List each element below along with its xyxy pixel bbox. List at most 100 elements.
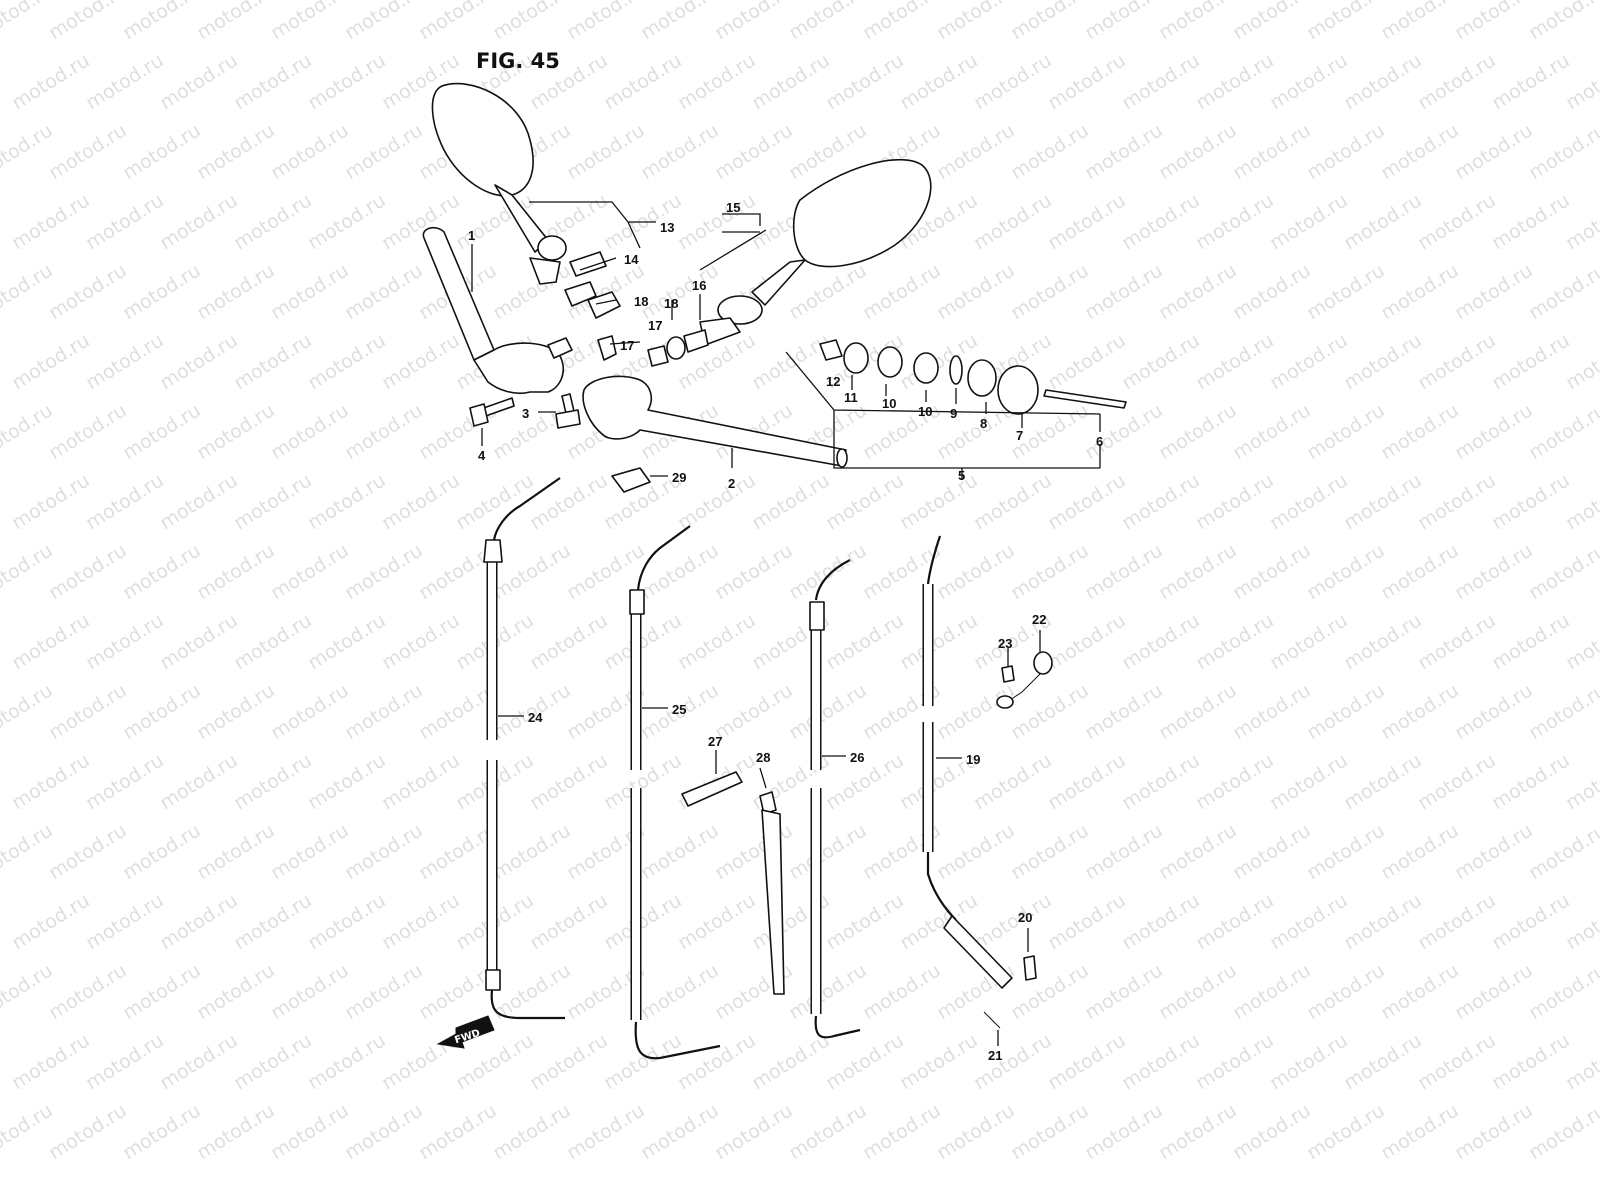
watermark-text: motod.ru xyxy=(1377,539,1463,604)
watermark-text: motod.ru xyxy=(1377,959,1463,1024)
watermark-text: motod.ru xyxy=(304,1029,390,1094)
watermark-text: motod.ru xyxy=(1414,49,1500,114)
callout-28: 28 xyxy=(756,750,770,765)
watermark-text: motod.ru xyxy=(563,1099,649,1164)
bar-end-weights xyxy=(819,339,1127,415)
watermark-text: motod.ru xyxy=(711,0,797,44)
watermark-text: motod.ru xyxy=(970,889,1056,954)
watermark-text: motod.ru xyxy=(230,749,316,814)
watermark-text: motod.ru xyxy=(1414,609,1500,674)
watermark-text: motod.ru xyxy=(1081,819,1167,884)
watermark-text: motod.ru xyxy=(1414,469,1500,534)
watermark-text: motod.ru xyxy=(1155,399,1241,464)
watermark-text: motod.ru xyxy=(1155,0,1241,44)
watermark-text: motod.ru xyxy=(230,329,316,394)
watermark-text: motod.ru xyxy=(1266,889,1352,954)
watermark-text: motod.ru xyxy=(1007,119,1093,184)
watermark-text: motod.ru xyxy=(267,0,353,44)
watermark-text: motod.ru xyxy=(711,1099,797,1164)
small-parts xyxy=(681,651,1053,1029)
watermark-text: motod.ru xyxy=(1266,749,1352,814)
watermark-text: motod.ru xyxy=(970,469,1056,534)
watermark-text: motod.ru xyxy=(1007,679,1093,744)
watermark-text: motod.ru xyxy=(785,539,871,604)
cable-19 xyxy=(922,535,1013,989)
watermark-text: motod.ru xyxy=(0,819,57,884)
watermark-text: motod.ru xyxy=(193,399,279,464)
watermark-text: motod.ru xyxy=(341,679,427,744)
watermark-text: motod.ru xyxy=(341,539,427,604)
watermark-text: motod.ru xyxy=(119,1099,205,1164)
watermark-text: motod.ru xyxy=(230,49,316,114)
watermark-text: motod.ru xyxy=(1007,0,1093,44)
watermark-text: motod.ru xyxy=(8,189,94,254)
watermark-text: motod.ru xyxy=(193,679,279,744)
watermark-text: motod.ru xyxy=(933,539,1019,604)
watermark-text: motod.ru xyxy=(45,679,131,744)
callout-10a: 10 xyxy=(882,396,896,411)
watermark-text: motod.ru xyxy=(267,679,353,744)
watermark-text: motod.ru xyxy=(600,1029,686,1094)
watermark-text: motod.ru xyxy=(1007,1099,1093,1164)
watermark-text: motod.ru xyxy=(1044,329,1130,394)
watermark-text: motod.ru xyxy=(0,119,57,184)
watermark-text: motod.ru xyxy=(341,399,427,464)
watermark-text: motod.ru xyxy=(1081,399,1167,464)
watermark-text: motod.ru xyxy=(859,1099,945,1164)
callout-13: 13 xyxy=(660,220,674,235)
callout-15: 15 xyxy=(726,200,740,215)
callout-20: 20 xyxy=(1018,910,1032,925)
watermark-text: motod.ru xyxy=(119,819,205,884)
watermark-text: motod.ru xyxy=(1340,329,1426,394)
watermark-text: motod.ru xyxy=(1451,679,1537,744)
watermark-text: motod.ru xyxy=(1044,49,1130,114)
watermark-text: motod.ru xyxy=(822,49,908,114)
watermark-text: motod.ru xyxy=(156,889,242,954)
watermark-text: motod.ru xyxy=(859,0,945,44)
watermark-text: motod.ru xyxy=(1229,1099,1315,1164)
watermark-text: motod.ru xyxy=(1229,0,1315,44)
watermark-text: motod.ru xyxy=(119,119,205,184)
watermark-text: motod.ru xyxy=(156,329,242,394)
watermark-text: motod.ru xyxy=(1303,0,1389,44)
watermark-text: motod.ru xyxy=(785,819,871,884)
watermark-text: motod.ru xyxy=(489,1099,575,1164)
cable-25 xyxy=(629,525,721,1060)
watermark-text: motod.ru xyxy=(45,0,131,44)
watermark-text: motod.ru xyxy=(1340,1029,1426,1094)
watermark-text: motod.ru xyxy=(8,889,94,954)
watermark-text: motod.ru xyxy=(637,259,723,324)
bolts-3-4 xyxy=(469,393,581,429)
watermark-text: motod.ru xyxy=(1229,119,1315,184)
watermark-text: motod.ru xyxy=(822,889,908,954)
watermark-text: motod.ru xyxy=(526,749,612,814)
watermark-text: motod.ru xyxy=(304,749,390,814)
watermark-text: motod.ru xyxy=(489,819,575,884)
watermark-text: motod.ru xyxy=(156,749,242,814)
watermark-text: motod.ru xyxy=(304,469,390,534)
watermark-text: motod.ru xyxy=(341,1099,427,1164)
watermark-text: motod.ru xyxy=(341,259,427,324)
callout-8: 8 xyxy=(980,416,987,431)
watermark-text: motod.ru xyxy=(1525,959,1600,1024)
watermark-text: motod.ru xyxy=(600,749,686,814)
callout-17b: 17 xyxy=(620,338,634,353)
watermark-text: motod.ru xyxy=(1155,819,1241,884)
watermark-text: motod.ru xyxy=(674,189,760,254)
watermark-text: motod.ru xyxy=(193,1099,279,1164)
watermark-text: motod.ru xyxy=(822,749,908,814)
watermark-text: motod.ru xyxy=(1451,1099,1537,1164)
watermark-text: motod.ru xyxy=(82,49,168,114)
watermark-text: motod.ru xyxy=(304,49,390,114)
watermark-text: motod.ru xyxy=(1451,119,1537,184)
watermark-text: motod.ru xyxy=(1451,399,1537,464)
watermark-text: motod.ru xyxy=(156,1029,242,1094)
watermark-text: motod.ru xyxy=(1414,189,1500,254)
watermark-layer: motod.rumotod.rumotod.rumotod.rumotod.ru… xyxy=(0,0,1600,1164)
watermark-text: motod.ru xyxy=(1081,1099,1167,1164)
watermark-text: motod.ru xyxy=(1451,819,1537,884)
watermark-text: motod.ru xyxy=(0,959,57,1024)
watermark-text: motod.ru xyxy=(341,959,427,1024)
callout-22: 22 xyxy=(1032,612,1046,627)
